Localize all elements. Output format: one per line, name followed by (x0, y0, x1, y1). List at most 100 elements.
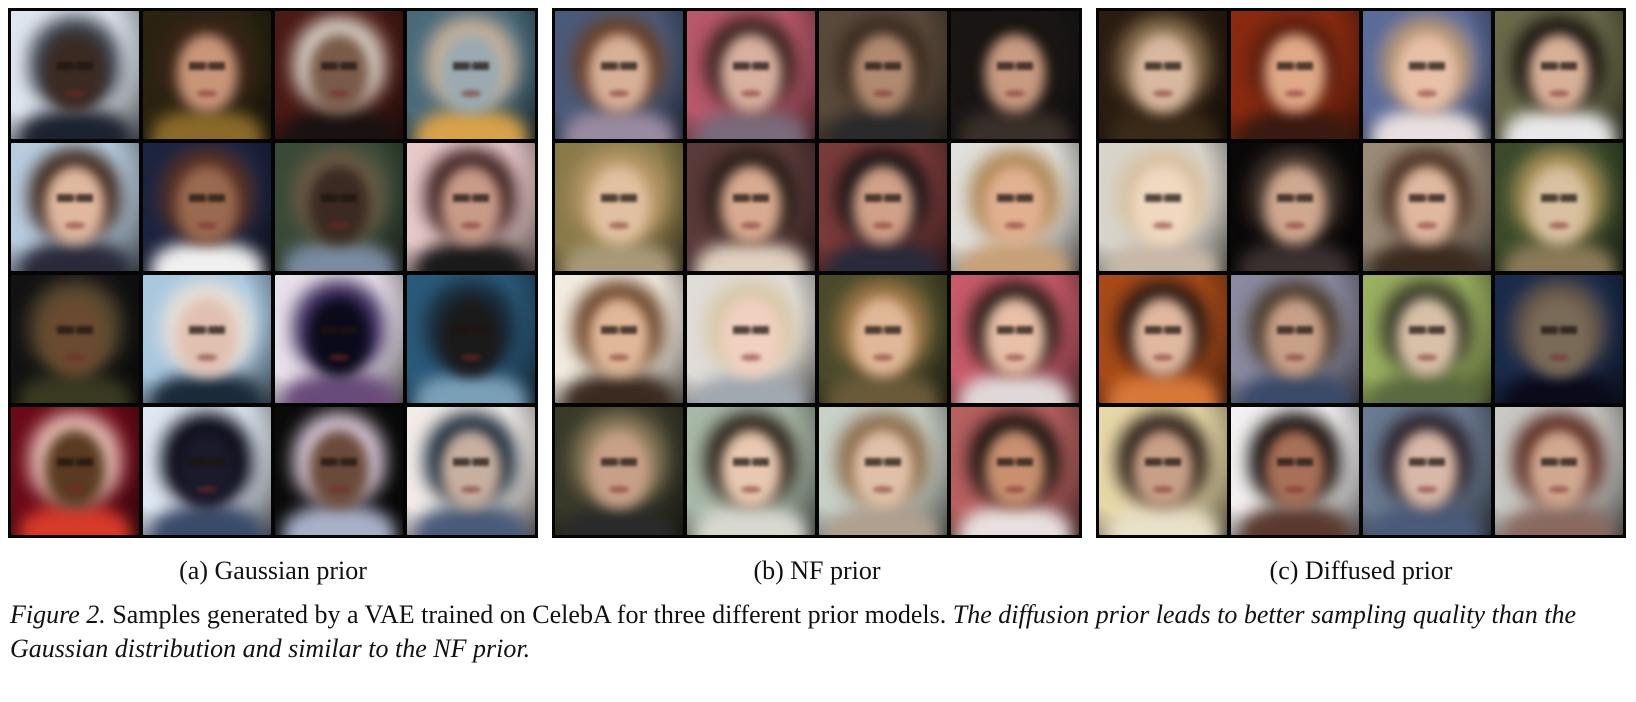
face-sample-image (143, 143, 271, 271)
eyes-blur (733, 194, 769, 202)
face-sample-image (687, 275, 815, 403)
face-blur (720, 298, 782, 378)
mouth-blur (740, 486, 762, 493)
face-sample-image (819, 407, 947, 535)
mouth-blur (1284, 486, 1306, 493)
face-blur (44, 430, 106, 510)
face-blur (44, 298, 106, 378)
mouth-blur (1004, 222, 1026, 229)
mouth-blur (608, 354, 630, 361)
eyes-blur (57, 326, 93, 334)
mouth-blur (328, 354, 350, 361)
face-sample-image (951, 275, 1079, 403)
face-blur (1264, 34, 1326, 114)
face-blur (720, 430, 782, 510)
subcaption-c: (c) Diffused prior (1269, 556, 1453, 585)
face-sample-image (1363, 143, 1491, 271)
face-sample-image (1363, 407, 1491, 535)
eyes-blur (189, 194, 225, 202)
face-blur (852, 298, 914, 378)
mouth-blur (64, 222, 86, 229)
face-blur (308, 34, 370, 114)
panel-nf-prior (552, 8, 1082, 538)
face-blur (588, 430, 650, 510)
face-blur (1396, 166, 1458, 246)
face-blur (1528, 166, 1590, 246)
face-blur (1528, 430, 1590, 510)
eyes-blur (601, 326, 637, 334)
mouth-blur (64, 486, 86, 493)
eyes-blur (321, 326, 357, 334)
mouth-blur (1416, 90, 1438, 97)
face-sample-image (11, 143, 139, 271)
face-sample-image (951, 143, 1079, 271)
eyes-blur (865, 326, 901, 334)
face-blur (1396, 298, 1458, 378)
eyes-blur (1277, 194, 1313, 202)
face-blur (852, 430, 914, 510)
eyes-blur (733, 326, 769, 334)
eyes-blur (321, 62, 357, 70)
mouth-blur (1284, 354, 1306, 361)
eyes-blur (601, 194, 637, 202)
eyes-blur (997, 194, 1033, 202)
eyes-blur (865, 194, 901, 202)
face-blur (1132, 34, 1194, 114)
face-sample-image (275, 143, 403, 271)
face-sample-image (1099, 11, 1227, 139)
mouth-blur (1152, 486, 1174, 493)
face-blur (308, 298, 370, 378)
face-blur (1132, 430, 1194, 510)
figure-caption-text: Samples generated by a VAE trained on Ce… (112, 600, 947, 629)
mouth-blur (64, 354, 86, 361)
mouth-blur (740, 222, 762, 229)
face-blur (984, 166, 1046, 246)
face-sample-image (143, 407, 271, 535)
face-sample-image (407, 143, 535, 271)
face-sample-image (143, 275, 271, 403)
mouth-blur (1004, 486, 1026, 493)
face-sample-image (555, 143, 683, 271)
eyes-blur (1277, 458, 1313, 466)
face-blur (1396, 34, 1458, 114)
face-blur (1264, 166, 1326, 246)
mouth-blur (196, 486, 218, 493)
eyes-blur (1145, 458, 1181, 466)
face-sample-image (951, 11, 1079, 139)
face-sample-image (951, 407, 1079, 535)
face-sample-image (819, 11, 947, 139)
mouth-blur (1152, 90, 1174, 97)
face-sample-image (819, 143, 947, 271)
eyes-blur (1409, 62, 1445, 70)
mouth-blur (608, 222, 630, 229)
face-sample-image (275, 275, 403, 403)
mouth-blur (608, 90, 630, 97)
eyes-blur (1541, 62, 1577, 70)
face-sample-image (1231, 11, 1359, 139)
mouth-blur (1004, 354, 1026, 361)
eyes-blur (1145, 194, 1181, 202)
mouth-blur (1152, 354, 1174, 361)
face-blur (588, 166, 650, 246)
face-sample-image (407, 275, 535, 403)
face-blur (176, 166, 238, 246)
eyes-blur (321, 194, 357, 202)
face-blur (984, 298, 1046, 378)
mouth-blur (196, 354, 218, 361)
face-sample-image (687, 407, 815, 535)
face-sample-image (1231, 275, 1359, 403)
eyes-blur (453, 326, 489, 334)
sample-grid (11, 11, 535, 535)
eyes-blur (57, 194, 93, 202)
face-sample-image (1099, 143, 1227, 271)
face-sample-image (11, 11, 139, 139)
eyes-blur (1541, 458, 1577, 466)
eyes-blur (189, 326, 225, 334)
face-sample-image (1495, 143, 1623, 271)
face-blur (176, 298, 238, 378)
face-sample-image (275, 11, 403, 139)
eyes-blur (189, 458, 225, 466)
face-blur (720, 34, 782, 114)
face-blur (176, 430, 238, 510)
face-blur (1132, 298, 1194, 378)
